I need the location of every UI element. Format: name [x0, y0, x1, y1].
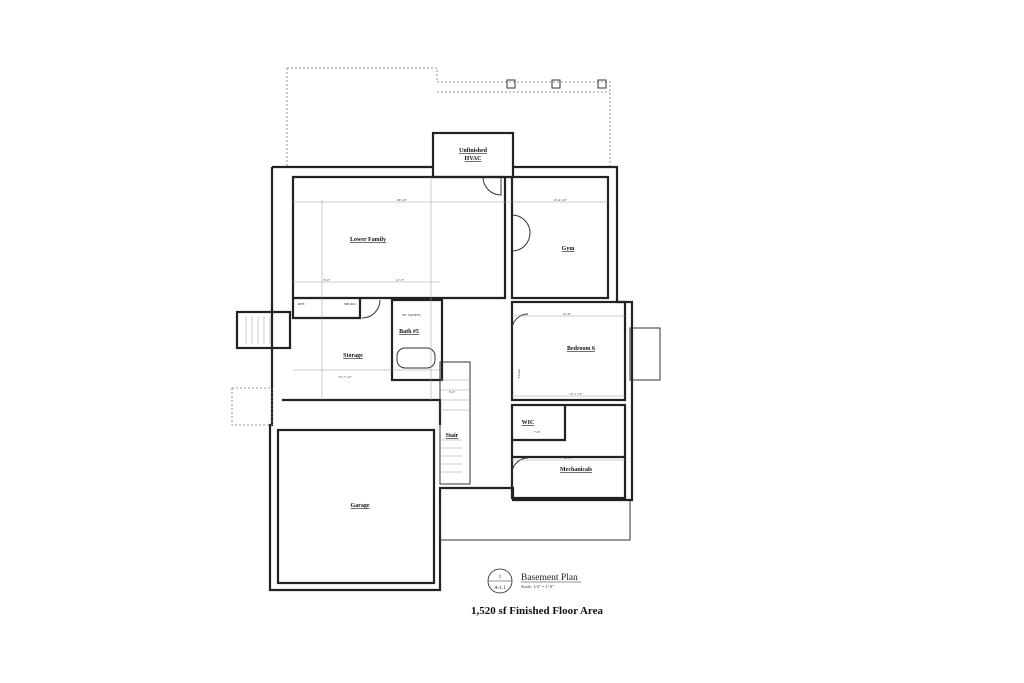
dimension-lines: [293, 177, 625, 461]
post: [597, 79, 607, 89]
hvac-room: [431, 131, 515, 179]
label-hvac: Unfinished: [459, 148, 488, 154]
gym-double-door: [511, 214, 531, 252]
storage-door: [361, 299, 381, 319]
wic-walls: [512, 405, 625, 459]
label-micro: MICRO: [344, 302, 356, 306]
plan-scale: Scale: 1/4" = 1'-0": [521, 584, 554, 589]
stair-treads: [440, 379, 470, 473]
label-bath: Bath #5: [399, 329, 419, 335]
bath-room: [390, 298, 444, 382]
exterior-stair: [235, 310, 292, 350]
finished-area: 1,520 sf Finished Floor Area: [471, 605, 603, 617]
label-wic: WIC: [522, 420, 535, 426]
plan-title: Basement Plan: [521, 573, 578, 583]
label-vanity: 36" VANITY: [402, 313, 421, 317]
exterior-stair-treads: [245, 316, 271, 344]
mechanicals-room: [510, 403, 627, 500]
exterior-wall: [268, 165, 634, 592]
dim-family-right: 11'-3": [396, 278, 405, 282]
bedroom-room: [510, 300, 627, 402]
gym-room: [510, 175, 610, 300]
deck-outline: [286, 67, 611, 167]
door-swing: [482, 176, 502, 196]
dim-mech-width: 16'-9": [564, 456, 573, 460]
dim-family-width: 29'-10": [397, 198, 408, 202]
label-lower-family: Lower Family: [350, 237, 386, 243]
foundation-lower: [439, 500, 631, 541]
post: [551, 79, 561, 89]
bedroom-egress-well: [629, 327, 661, 381]
dim-stair-width: 3'-6": [449, 390, 456, 394]
dim-bedroom-width: 15'-6": [563, 312, 572, 316]
dim-gym-width: 13'-4 1/2": [553, 198, 567, 202]
bathtub: [396, 347, 436, 369]
label-hvac-2: HVAC: [465, 156, 482, 162]
dim-family-left: 8'-0": [324, 278, 331, 282]
label-ref: REF.: [298, 302, 305, 306]
dim-wic-width: 7'-6": [534, 430, 541, 434]
label-stair: Stair: [446, 433, 459, 439]
garage-room: [276, 428, 436, 585]
stair: [439, 361, 471, 485]
detail-number: 1: [499, 575, 502, 580]
window-well: [231, 387, 273, 426]
mech-door: [511, 457, 529, 473]
post: [506, 79, 516, 89]
label-garage: Garage: [351, 503, 370, 509]
label-mechanicals: Mechanicals: [560, 467, 593, 473]
storage-walls: [282, 298, 442, 425]
label-bedroom: Bedroom 6: [567, 346, 595, 352]
label-closet: Closet: [517, 369, 521, 378]
bedroom-door: [511, 313, 529, 331]
dim-bedroom-bottom: 13'-1 1/2": [569, 392, 583, 396]
dim-storage-width: 13'-7 1/2": [338, 375, 352, 379]
interior-wall: [291, 175, 507, 300]
sheet-number: A-1.1: [494, 586, 506, 591]
label-gym: Gym: [562, 246, 575, 252]
label-storage: Storage: [343, 353, 363, 359]
